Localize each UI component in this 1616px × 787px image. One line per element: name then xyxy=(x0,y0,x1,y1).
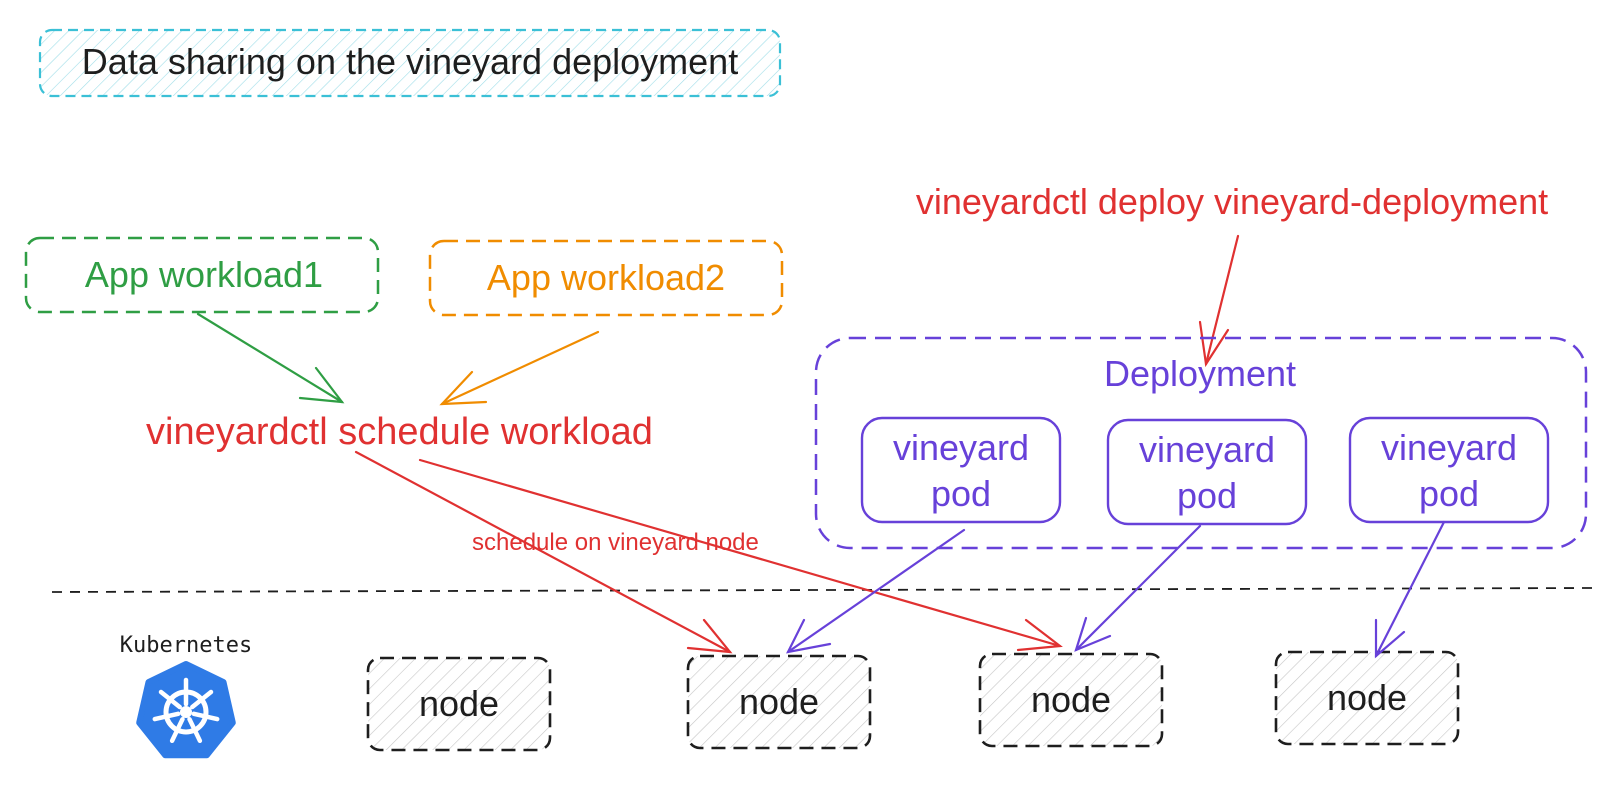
kubernetes-boundary-line xyxy=(51,587,1593,593)
pod-label-line2: pod xyxy=(1419,473,1479,514)
pod-label-line1: vineyard xyxy=(1381,427,1517,468)
arrow-pod1-to-node-2 xyxy=(786,528,966,654)
node-label: node xyxy=(739,681,819,722)
app-workload1-box: App workload1 xyxy=(24,236,380,314)
vineyard-pod: vineyard pod xyxy=(1348,416,1550,524)
pod-label-line1: vineyard xyxy=(1139,429,1275,470)
node-box: node xyxy=(686,654,872,750)
deployment-label: Deployment xyxy=(1104,353,1296,394)
scheduler-label: vineyardctl schedule workload xyxy=(146,411,653,453)
pod-label-line1: vineyard xyxy=(893,427,1029,468)
title-box: Data sharing on the vineyard deployment xyxy=(38,28,782,98)
pod-label-line2: pod xyxy=(1177,475,1237,516)
node-box: node xyxy=(978,652,1164,748)
arrow-workload1-to-scheduler xyxy=(196,312,345,404)
arrow-pod3-to-node-4 xyxy=(1374,520,1446,659)
kubernetes-helm-icon xyxy=(136,661,236,759)
pod-label-line2: pod xyxy=(931,473,991,514)
deployment-container: Deployment xyxy=(814,336,1588,550)
vineyard-pod: vineyard pod xyxy=(860,416,1062,524)
arrow-pod2-to-node-3 xyxy=(1074,524,1202,652)
node-label: node xyxy=(1327,677,1407,718)
arrow-scheduler-to-node-3 xyxy=(418,458,1063,652)
app-workload1-label: App workload1 xyxy=(85,254,323,295)
vineyard-pod: vineyard pod xyxy=(1106,418,1308,526)
node-label: node xyxy=(1031,679,1111,720)
app-workload2-label: App workload2 xyxy=(487,257,725,298)
node-label: node xyxy=(419,683,499,724)
schedule-edge-label: schedule on vineyard node xyxy=(472,529,759,556)
arrow-deploy-to-deployment xyxy=(1198,234,1240,368)
node-box: node xyxy=(1274,650,1460,746)
kubernetes-label: Kubernetes xyxy=(120,633,252,658)
arrow-workload2-to-scheduler xyxy=(439,330,600,406)
node-box: node xyxy=(366,656,552,752)
app-workload2-box: App workload2 xyxy=(428,239,784,317)
deploy-command-label: vineyardctl deploy vineyard-deployment xyxy=(916,181,1548,222)
arrow-scheduler-to-node-2 xyxy=(354,450,733,654)
diagram-title: Data sharing on the vineyard deployment xyxy=(82,41,738,82)
